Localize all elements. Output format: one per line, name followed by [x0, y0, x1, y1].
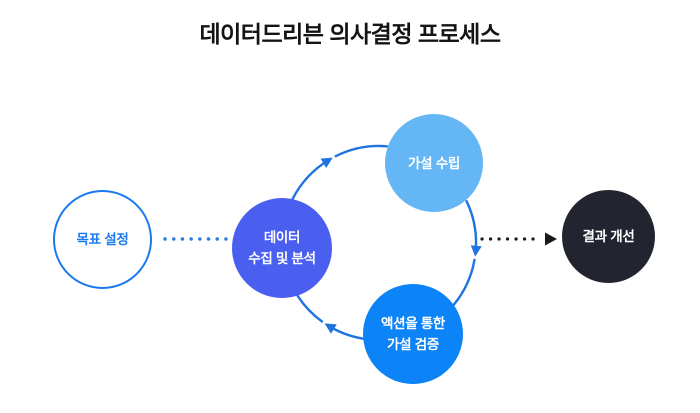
node-hypothesis-label: 가설 수립	[408, 155, 460, 171]
node-action-label-line1: 액션을 통한	[380, 316, 446, 331]
cycle-arrow-data-to-hypothesis	[291, 157, 333, 201]
node-data-collection-label-line1: 데이터	[263, 230, 301, 245]
result-arrowhead-icon	[545, 232, 557, 246]
node-result-label: 결과 개선	[582, 229, 635, 244]
node-hypothesis-building: 가설 수립	[385, 114, 483, 212]
cycle-arrow-action-to-data	[324, 323, 365, 340]
diagram-title: 데이터드리븐 의사결정 프로세스	[199, 21, 501, 47]
cycle-arrow-hypothesis-to-action	[465, 200, 482, 257]
node-data-collection-analysis: 데이터 수집 및 분석	[232, 198, 332, 298]
node-result-improvement: 결과 개선	[562, 190, 655, 283]
node-goal-setting: 목표 설정	[53, 190, 152, 289]
cycle-arrow-hypothesis-to-action-tail	[452, 258, 476, 306]
cycle-arrow-action-to-data-tail	[296, 294, 324, 323]
node-action-validation: 액션을 통한 가설 검증	[363, 284, 463, 384]
node-goal-setting-label: 목표 설정	[76, 232, 129, 247]
cycle-arrow-data-to-hypothesis-tail	[334, 144, 388, 158]
node-action-label-line2: 가설 검증	[387, 337, 439, 352]
node-data-collection-label-line2: 수집 및 분석	[248, 251, 316, 266]
